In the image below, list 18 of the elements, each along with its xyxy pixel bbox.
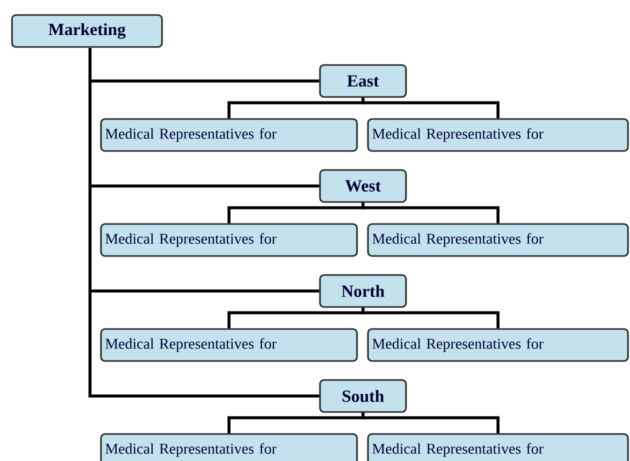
region-box: West [319,169,407,203]
connector [88,48,320,398]
connector [362,202,500,224]
role-box: Medical Representatives for [100,223,358,257]
department-box: Marketing [11,14,163,48]
role-box: Medical Representatives for [367,433,629,461]
role-box: Medical Representatives for [100,433,358,461]
role-box: Medical Representatives for [367,223,629,257]
connector [362,308,500,328]
connector [362,98,500,118]
region-box: East [319,64,407,98]
region-box: South [319,379,407,413]
role-box: Medical Representatives for [100,118,358,152]
connector [362,412,500,434]
role-box: Medical Representatives for [100,328,358,362]
role-box: Medical Representatives for [367,118,629,152]
role-box: Medical Representatives for [367,328,629,362]
region-box: North [319,274,407,308]
